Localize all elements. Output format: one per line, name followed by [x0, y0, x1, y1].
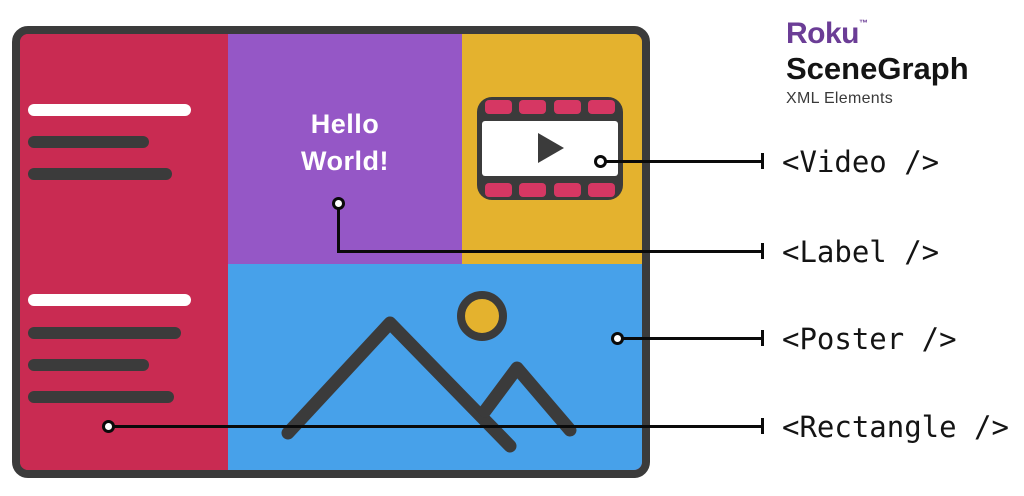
branding: Roku™ SceneGraph XML Elements: [786, 19, 969, 107]
sprocket: [553, 183, 581, 197]
hello-world-label: Hello World!: [228, 106, 462, 180]
video-callout-line: [605, 160, 764, 163]
roku-logo: Roku™: [786, 19, 969, 49]
film-sprockets-bottom: [482, 183, 618, 197]
big-mountain: [281, 316, 517, 453]
hello-line1: Hello: [310, 109, 380, 139]
rectangle-element-region: [20, 34, 228, 470]
poster-callout-dot: [611, 332, 624, 345]
text-line: [28, 327, 181, 339]
mountains-icon: [281, 291, 577, 453]
label-element-region: Hello World!: [228, 34, 462, 264]
poster-element-label: <Poster />: [782, 322, 957, 356]
video-icon: [477, 97, 623, 200]
label-callout-tick: [761, 243, 764, 259]
video-callout-dot: [594, 155, 607, 168]
label-element-label: <Label />: [782, 235, 940, 269]
text-line: [28, 391, 174, 403]
label-callout-line-vertical: [337, 208, 340, 251]
rectangle-callout-dot: [102, 420, 115, 433]
video-element-label: <Video />: [782, 145, 940, 179]
text-line: [28, 104, 191, 116]
text-line: [28, 359, 149, 371]
label-callout-line: [337, 250, 764, 253]
text-line: [28, 294, 191, 306]
poster-element-region: [228, 264, 642, 470]
sprocket: [485, 183, 512, 197]
film-screen: [482, 121, 618, 176]
label-callout-dot: [332, 197, 345, 210]
sprocket: [587, 183, 615, 197]
trademark: ™: [859, 18, 868, 28]
video-element-region: [462, 34, 642, 264]
brand-title: SceneGraph: [786, 51, 969, 86]
screen-mockup: Hello World!: [12, 26, 650, 478]
sprocket: [553, 100, 581, 114]
sprocket: [485, 100, 512, 114]
small-mountain: [478, 361, 577, 437]
sprocket: [587, 100, 615, 114]
text-line: [28, 136, 149, 148]
play-icon: [538, 133, 564, 163]
roku-logo-text: Roku: [786, 17, 860, 50]
film-sprockets-top: [482, 100, 618, 114]
rectangle-callout-line: [113, 425, 764, 428]
sprocket: [519, 100, 547, 114]
rectangle-callout-tick: [761, 418, 764, 434]
text-line: [28, 168, 172, 180]
brand-subtitle: XML Elements: [786, 90, 894, 107]
hello-line2: World!: [301, 146, 389, 176]
sprocket: [519, 183, 547, 197]
rectangle-element-label: <Rectangle />: [782, 410, 1009, 444]
poster-callout-line: [622, 337, 764, 340]
sun-icon: [457, 291, 507, 341]
video-callout-tick: [761, 153, 764, 169]
poster-callout-tick: [761, 330, 764, 346]
